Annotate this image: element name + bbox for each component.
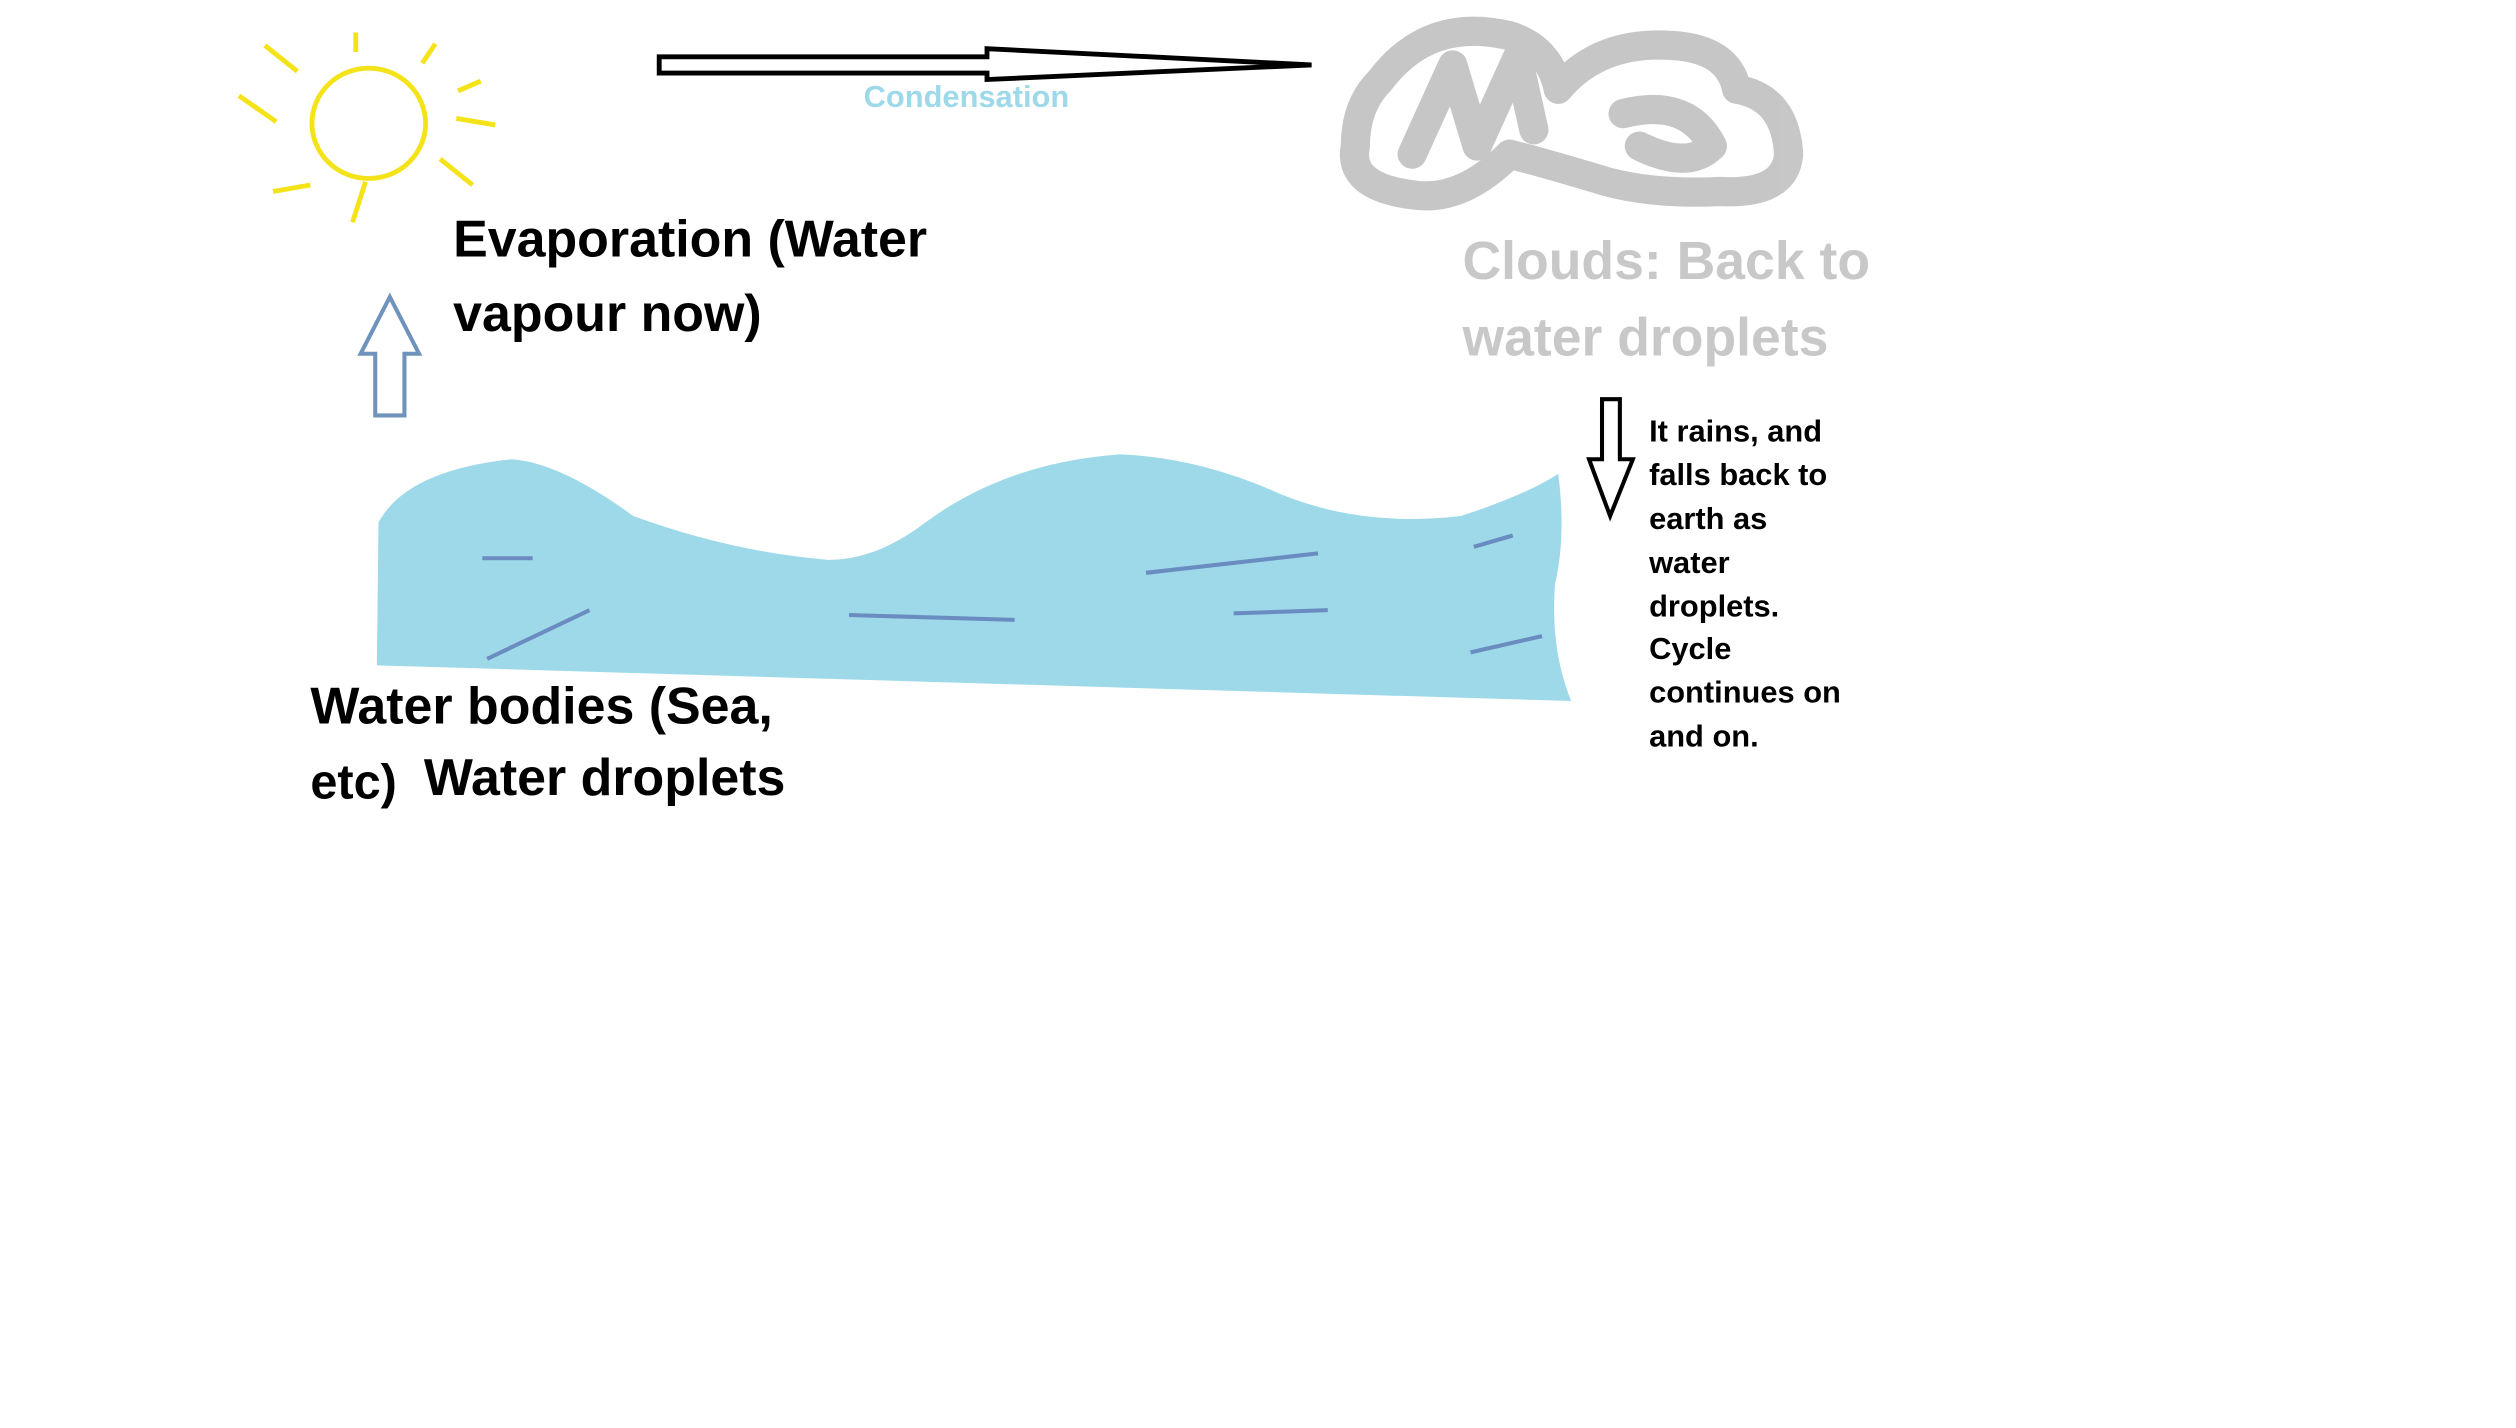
water-label-line1: Water bodies (Sea, <box>310 678 772 736</box>
cloud-icon <box>1339 16 1804 211</box>
condensation-arrow <box>656 46 1312 83</box>
clouds-label-line1: Clouds: Back to <box>1462 232 1870 291</box>
rain-line: continues on <box>1649 675 1841 710</box>
rain-line: Cycle <box>1649 631 1731 666</box>
evaporation-arrow <box>357 292 423 418</box>
evaporation-label-line2: vapour now) <box>453 285 762 343</box>
rain-line: and on. <box>1649 718 1759 753</box>
water-ripples <box>482 533 1543 661</box>
rain-line: It rains, and <box>1649 413 1822 448</box>
condensation-label: Condensation <box>864 79 1070 114</box>
water-body <box>376 454 1572 702</box>
clouds-label-line2: water droplets <box>1461 308 1828 367</box>
rain-description: It rains, and falls back to earth as wat… <box>1648 413 1841 753</box>
rain-line: falls back to <box>1649 457 1827 492</box>
rain-line: earth as <box>1649 501 1767 536</box>
rain-arrow <box>1586 397 1636 522</box>
water-label-line2a: etc) <box>310 755 397 809</box>
evaporation-label-line1: Evaporation (Water <box>453 210 927 268</box>
water-label-line2b: Water droplets <box>424 749 785 807</box>
rain-line: water <box>1648 545 1730 580</box>
rain-line: droplets. <box>1649 589 1779 624</box>
sun-icon <box>237 32 496 224</box>
